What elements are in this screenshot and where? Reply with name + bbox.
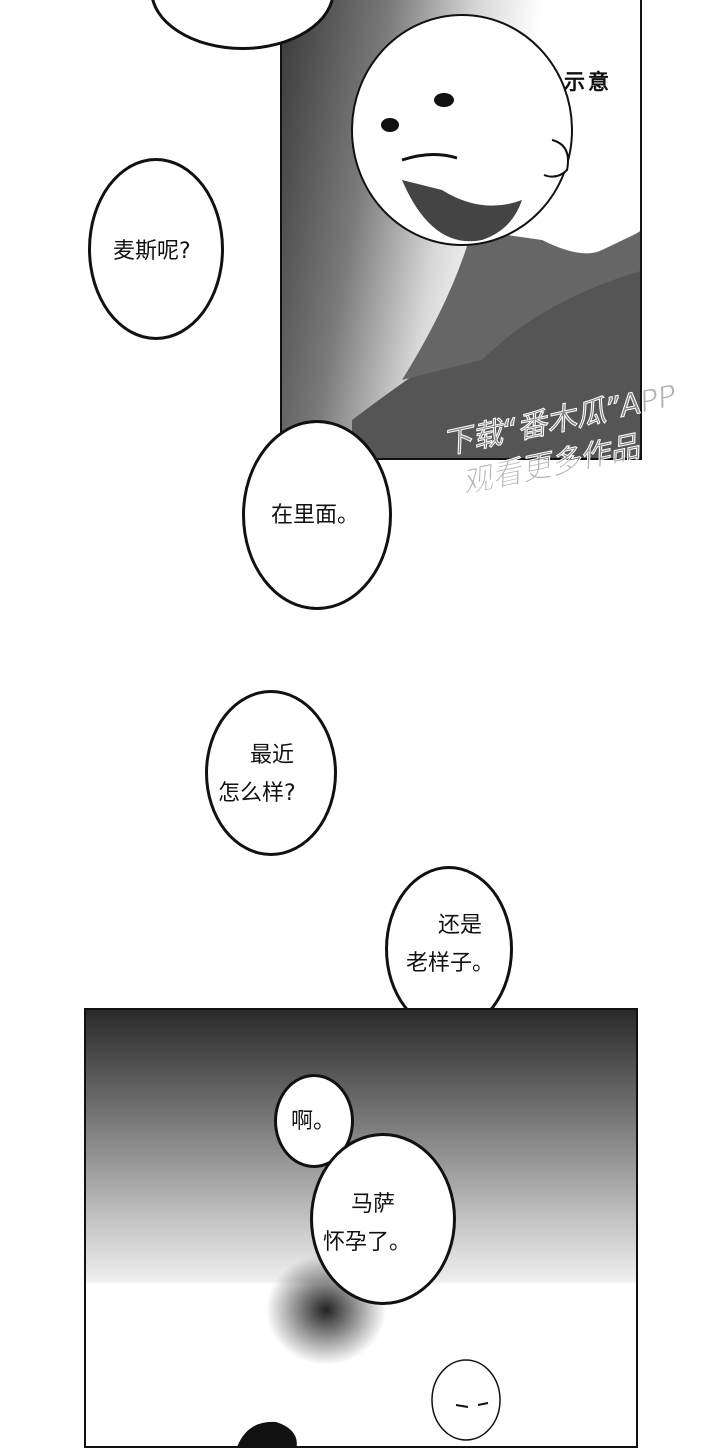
bald-man-illustration [351,14,640,458]
speech-bubble-same: 还是 老样子。 [385,866,513,1032]
bubble-text: 最近 [250,743,295,768]
bubble-text: 麦斯呢? [113,239,191,264]
bubble-text: 怎么样? [218,781,296,806]
bubble-text: 啊。 [291,1109,336,1134]
bubble-text: 还是 [438,913,483,938]
bubble-text: 老样子。 [406,951,495,976]
sfx-gesture: 示意 [564,70,612,94]
bubble-text: 怀孕了。 [323,1230,412,1255]
speech-bubble-max: 麦斯呢? [88,158,224,340]
bubble-text: 马萨 [351,1192,396,1217]
speech-bubble-inside: 在里面。 [242,420,392,610]
speech-bubble-pregnant: 马萨 怀孕了。 [310,1133,456,1305]
panel-bald-man-closeup: 示意 [280,0,642,460]
speech-bubble-how: 最近 怎么样? [205,690,337,856]
bubble-text: 在里面。 [271,503,360,528]
